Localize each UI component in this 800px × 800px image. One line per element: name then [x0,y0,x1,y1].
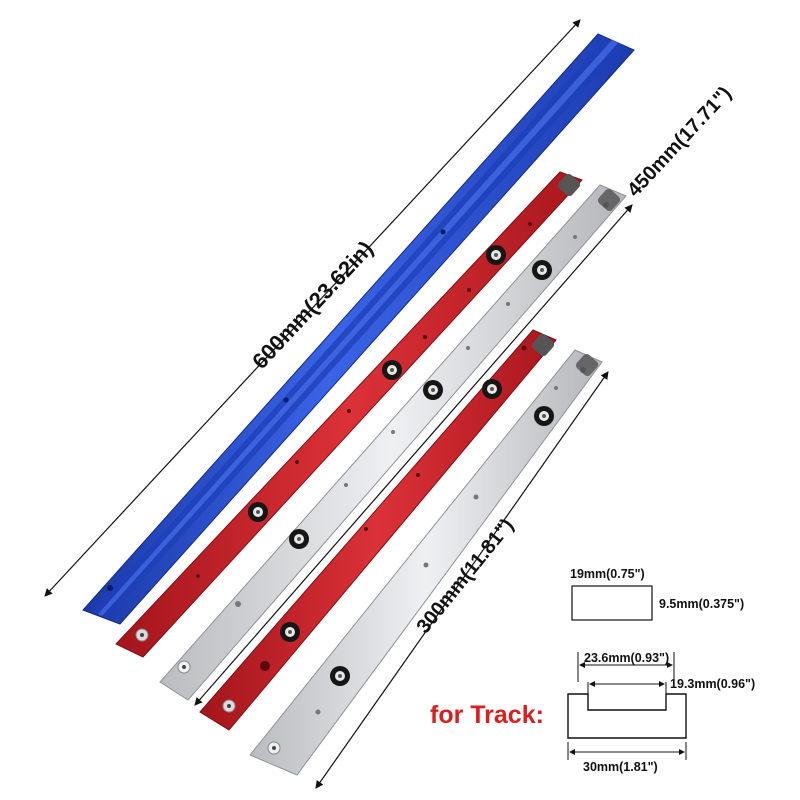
stop-screw [222,699,236,713]
adjust-screw [482,379,502,399]
dimension-label-450: 450mm(17.71") [623,83,736,202]
track-label: for Track: [430,701,544,729]
adjust-screw [289,529,309,549]
bar-cross-section [571,585,653,621]
adjust-screw [382,360,402,380]
track-profile-diagram: for Track: 23.6mm(0.93") 19.3mm(0.96") 3… [430,651,755,774]
bar-profile-diagram: 19mm(0.75") 9.5mm(0.375") [570,567,744,621]
stop-screw [177,660,191,674]
dimension-line-300 [315,371,609,789]
stop-screw [267,741,281,755]
track-hole [283,397,289,403]
adjust-screw [423,380,443,400]
adjust-screw [330,666,350,686]
track-hole [440,229,446,235]
track-cross-section [567,693,687,739]
bar-width-label: 19mm(0.75") [570,567,645,581]
adjust-screw [534,406,554,426]
adjust-screw [486,245,506,265]
track-slot-width-label: 19.3mm(0.96") [670,677,755,691]
bar-height-label: 9.5mm(0.375") [659,597,744,611]
adjust-screw [280,622,300,642]
track-hole [107,585,113,591]
adjust-screw [248,502,268,522]
track-top-width-label: 23.6mm(0.93") [584,651,669,665]
stop-screw [135,628,149,642]
track-bottom-width-label: 30mm(1.81") [583,760,658,774]
adjust-screw [532,260,552,280]
